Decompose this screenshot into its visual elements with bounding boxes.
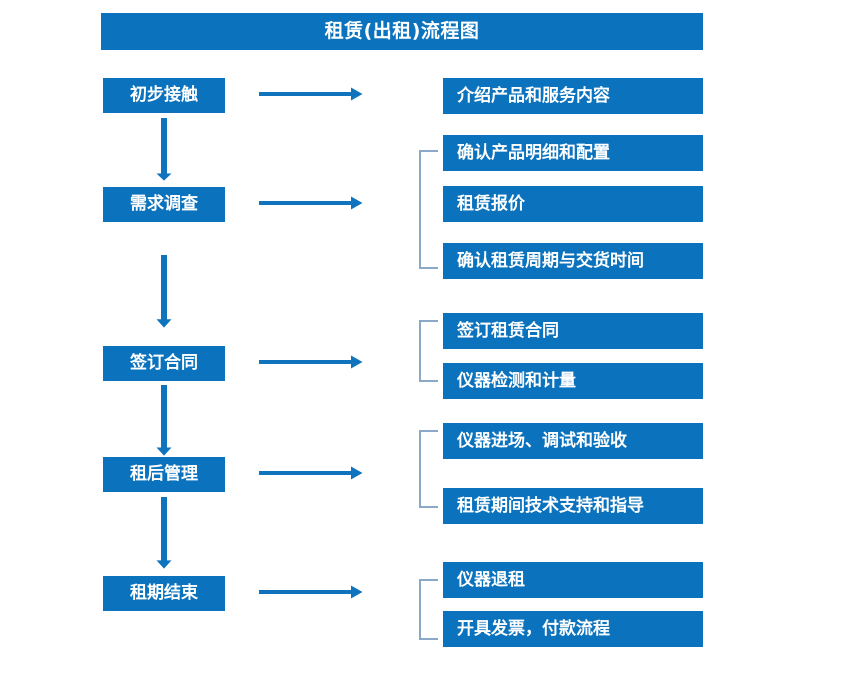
stage-box-demand-survey[interactable]: 需求调查 (103, 187, 225, 222)
detail-box-demand-survey-1[interactable]: 租赁报价 (443, 186, 703, 222)
stage-label: 租后管理 (130, 464, 198, 484)
arrow-down-sign-contract (156, 385, 172, 456)
detail-label: 确认租赁周期与交货时间 (457, 250, 644, 271)
group-bracket-post-rental-management (419, 430, 438, 508)
detail-box-demand-survey-2[interactable]: 确认租赁周期与交货时间 (443, 243, 703, 279)
detail-box-initial-contact-0[interactable]: 介绍产品和服务内容 (443, 78, 703, 114)
detail-box-sign-contract-0[interactable]: 签订租赁合同 (443, 313, 703, 349)
arrow-down-demand-survey (156, 255, 172, 328)
detail-box-lease-end-1[interactable]: 开具发票，付款流程 (443, 611, 703, 647)
arrow-down-post-rental-management (156, 497, 172, 569)
stage-box-sign-contract[interactable]: 签订合同 (103, 346, 225, 381)
detail-box-lease-end-0[interactable]: 仪器退租 (443, 562, 703, 598)
stage-label: 需求调查 (130, 194, 198, 214)
detail-label: 租赁期间技术支持和指导 (457, 495, 644, 516)
arrow-right-initial-contact (259, 87, 363, 101)
detail-label: 仪器退租 (457, 569, 525, 590)
detail-label: 仪器检测和计量 (457, 370, 576, 391)
stage-box-lease-end[interactable]: 租期结束 (103, 576, 225, 611)
detail-box-post-rental-management-0[interactable]: 仪器进场、调试和验收 (443, 423, 703, 459)
stage-label: 初步接触 (130, 85, 198, 105)
stage-box-initial-contact[interactable]: 初步接触 (103, 78, 225, 113)
stage-label: 租期结束 (130, 583, 198, 603)
arrow-right-demand-survey (259, 196, 363, 210)
detail-box-sign-contract-1[interactable]: 仪器检测和计量 (443, 363, 703, 399)
page-title: 租赁(出租)流程图 (324, 20, 480, 42)
detail-label: 签订租赁合同 (457, 320, 559, 341)
arrow-down-initial-contact (156, 118, 172, 181)
stage-box-post-rental-management[interactable]: 租后管理 (103, 457, 225, 492)
detail-label: 租赁报价 (457, 193, 525, 214)
stage-label: 签订合同 (130, 353, 198, 373)
detail-label: 确认产品明细和配置 (457, 142, 610, 163)
detail-label: 开具发票，付款流程 (457, 618, 610, 639)
arrow-right-lease-end (259, 585, 363, 599)
group-bracket-demand-survey (419, 150, 438, 269)
chart-title-banner: 租赁(出租)流程图 (101, 13, 703, 50)
group-bracket-lease-end (419, 579, 438, 640)
detail-label: 介绍产品和服务内容 (457, 85, 610, 106)
group-bracket-sign-contract (419, 320, 438, 382)
arrow-right-sign-contract (259, 355, 363, 369)
detail-label: 仪器进场、调试和验收 (457, 430, 627, 451)
arrow-right-post-rental-management (259, 466, 363, 480)
detail-box-demand-survey-0[interactable]: 确认产品明细和配置 (443, 135, 703, 171)
detail-box-post-rental-management-1[interactable]: 租赁期间技术支持和指导 (443, 488, 703, 524)
